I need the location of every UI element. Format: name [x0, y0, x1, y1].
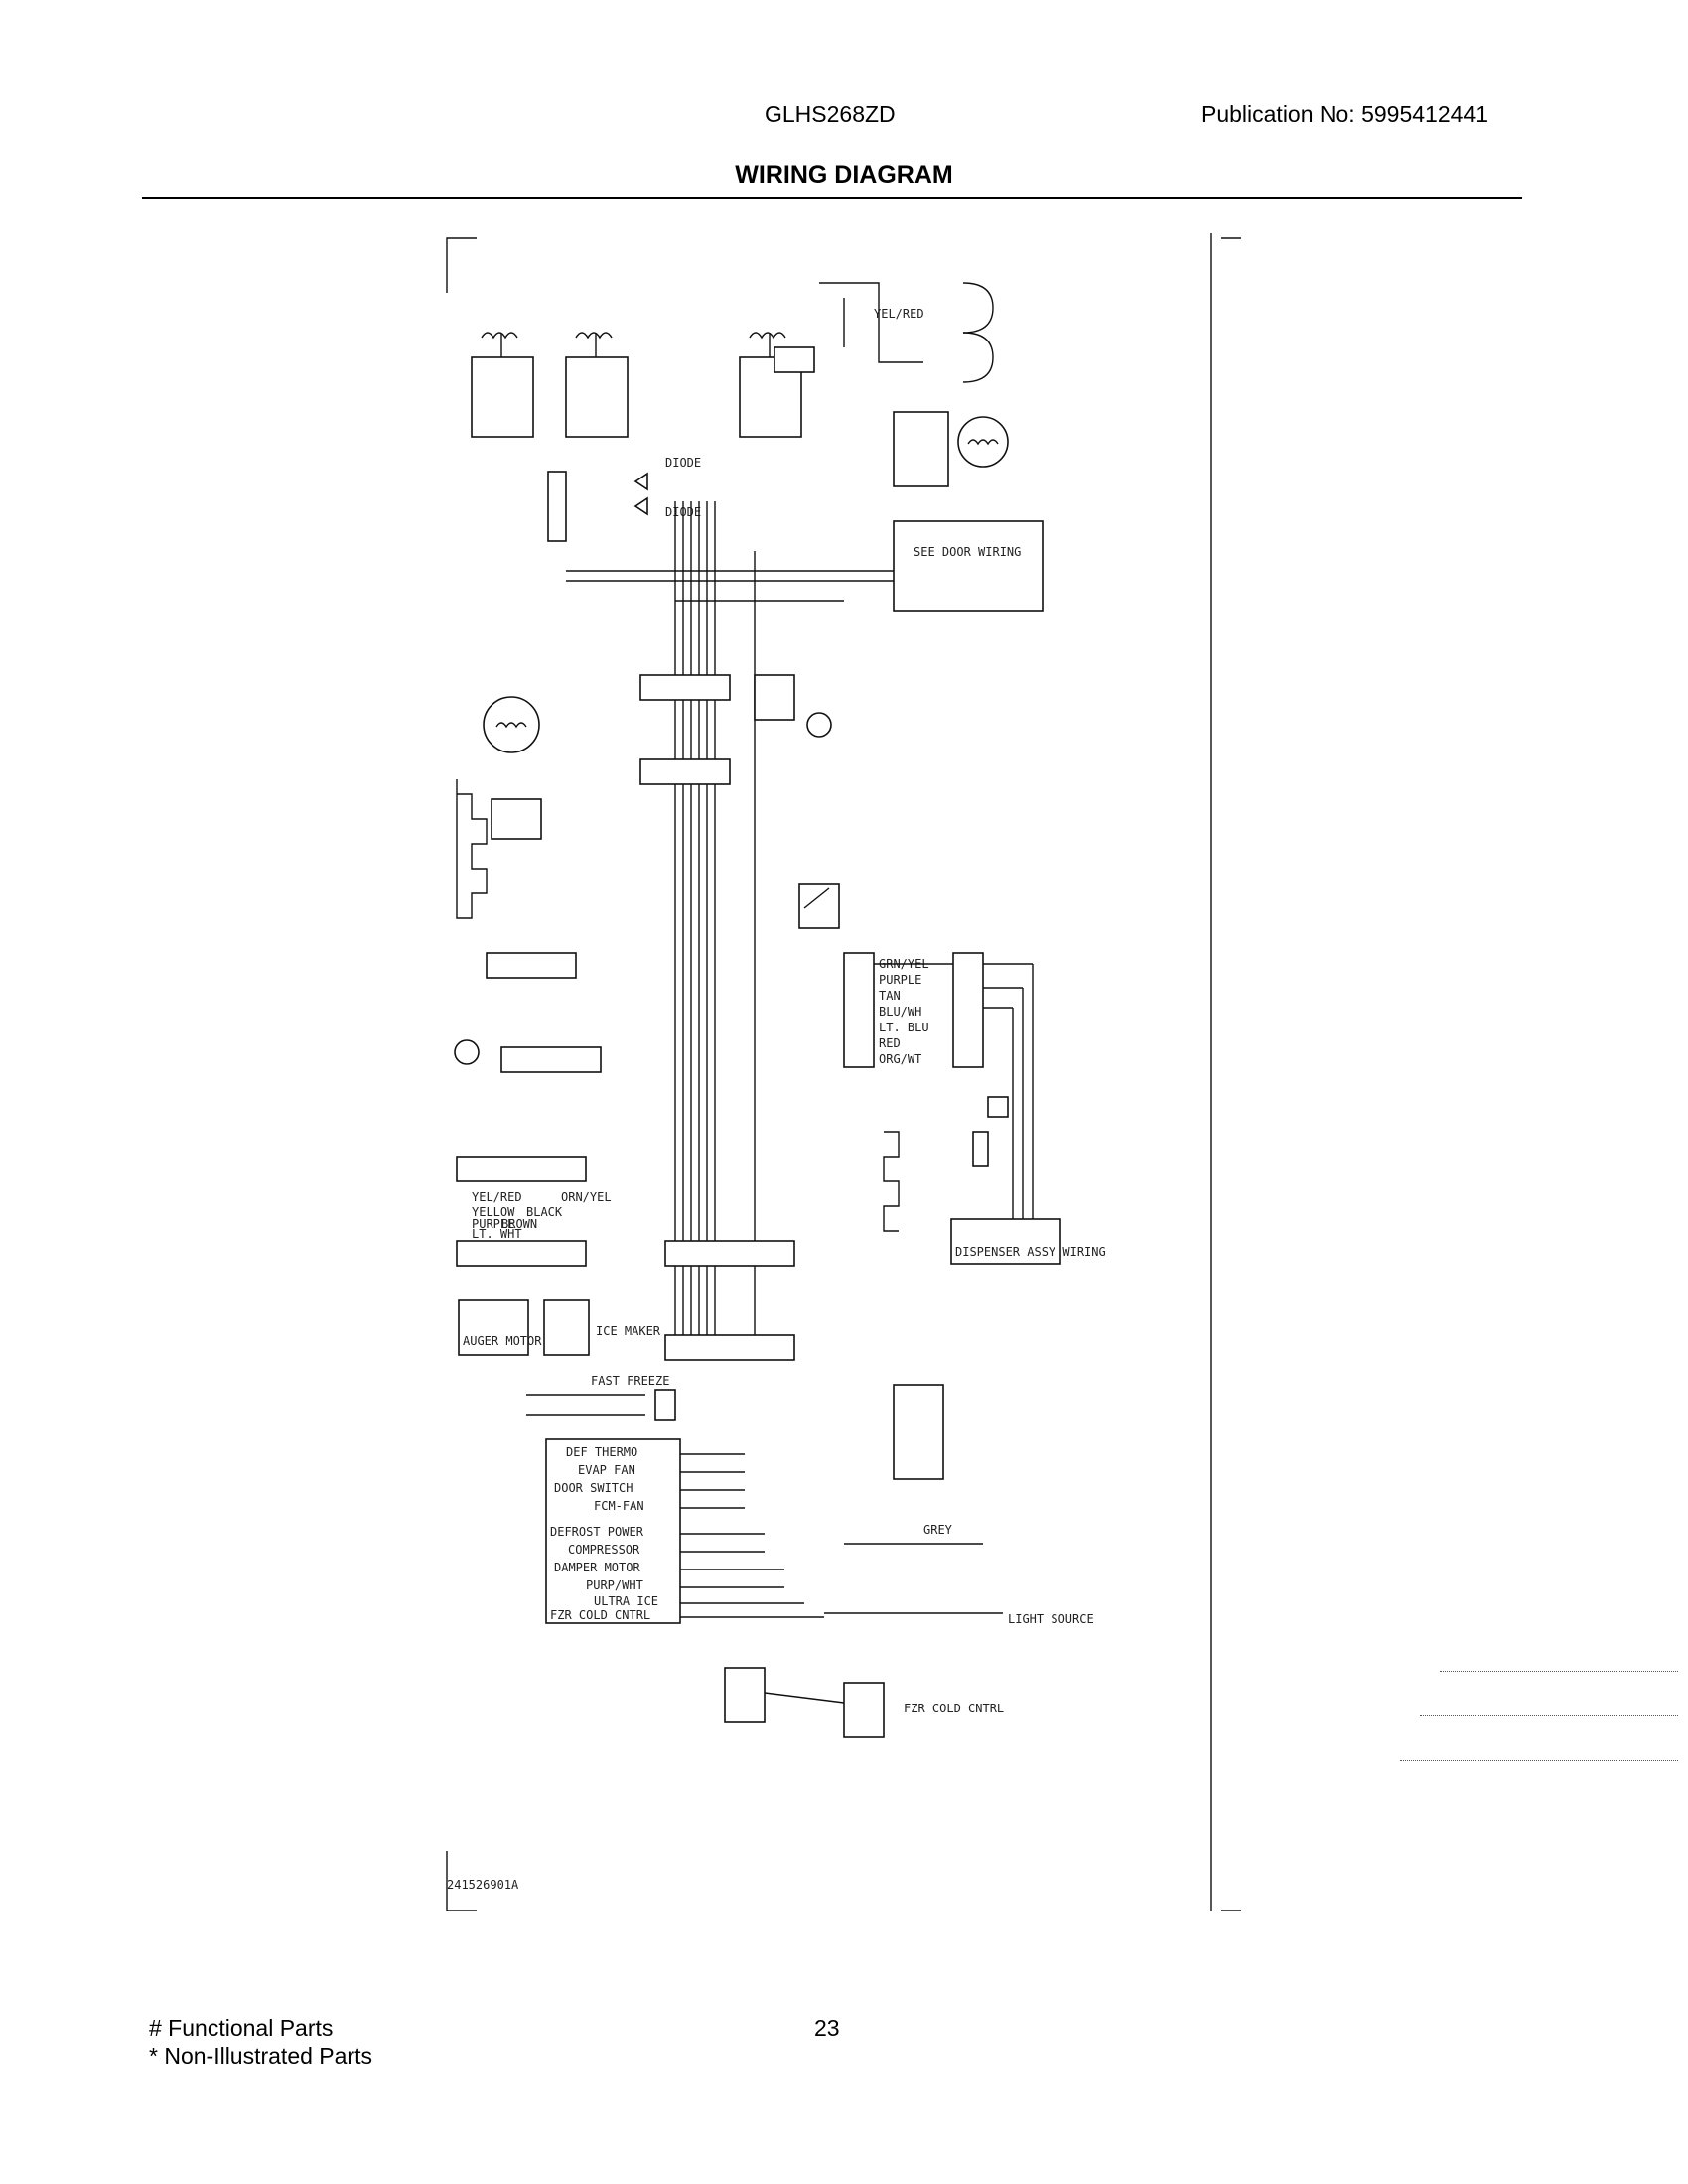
control-board [545, 1438, 681, 1624]
drawing-number: 241526901A [447, 1878, 519, 1892]
control-connector-bottom [664, 1334, 795, 1361]
wire-purple-2: PURPLE [472, 1217, 514, 1231]
see-door-wiring-label: SEE DOOR WIRING [914, 545, 1021, 559]
light-source-label: LIGHT SOURCE [1008, 1612, 1094, 1626]
wire-lt-blu: LT. BLU [879, 1021, 929, 1034]
header-rule [142, 197, 1522, 199]
control-board-wires [680, 1453, 824, 1618]
wire-lt-wht: LT. WHT [472, 1227, 522, 1241]
cb-evap-fan: EVAP FAN [578, 1463, 635, 1477]
evap-connector [500, 1046, 602, 1073]
dispenser-connector [972, 1131, 989, 1167]
damper-switch [893, 1384, 944, 1480]
wire-org-wt: ORG/WT [879, 1052, 921, 1066]
cb-def-thermo: DEF THERMO [566, 1445, 637, 1459]
cb-damper-motor: DAMPER MOTOR [554, 1561, 640, 1574]
publication-number: Publication No: 5995412441 [1201, 101, 1489, 127]
door-wire-runs [874, 963, 1034, 1236]
cb-defrost-power: DEFROST POWER [550, 1525, 644, 1539]
cb-compressor: COMPRESSOR [568, 1543, 640, 1557]
control-connector-top [664, 1240, 795, 1267]
wire-tan: TAN [879, 989, 901, 1003]
non-illustrated-note: * Non-Illustrated Parts [149, 2043, 372, 2069]
functional-parts-note: # Functional Parts [149, 2015, 334, 2041]
leader-dots-3 [1400, 1760, 1678, 1761]
dispenser-assy-label: DISPENSER ASSY WIRING [955, 1245, 1106, 1259]
water-valve-solenoids [471, 332, 802, 438]
ice-maker-connector [456, 1156, 587, 1182]
harness-connector-mid [639, 758, 731, 785]
wire-purple: PURPLE [879, 973, 921, 987]
harness-connector-top [639, 674, 731, 701]
wire-blu-wh: BLU/WH [879, 1005, 921, 1019]
page-number: 23 [814, 2015, 840, 2041]
dispenser-heater [883, 1131, 900, 1232]
freezer-fan-motor [456, 696, 542, 919]
wire-yel-red: YEL/RED [472, 1190, 522, 1204]
cold-control-b-label: FZR COLD CNTRL [904, 1702, 1004, 1715]
wire-orn-yel: ORN/YEL [561, 1190, 612, 1204]
light-switch [798, 883, 840, 929]
ice-maker-wire-colors: ORN/YEL BLACK BROWN YEL/RED YELLOW PURPL… [472, 1190, 612, 1241]
cb-purp-wht: PURP/WHT [586, 1578, 643, 1592]
fast-freeze-label: FAST FREEZE [591, 1374, 669, 1388]
wiring-diagram: DIODE DIODE YEL/RED SEE DOOR WIRING [446, 233, 1241, 1911]
cold-control-right [843, 1682, 885, 1738]
fast-freeze-switch [654, 1389, 676, 1421]
ice-maker [543, 1299, 590, 1356]
model-number: GLHS268ZD [765, 101, 896, 127]
door-connector-left [843, 952, 875, 1068]
relay-connector [754, 674, 795, 721]
auger-motor [458, 1299, 529, 1356]
thermistor-icon [454, 1039, 480, 1065]
wire-red: RED [879, 1036, 901, 1050]
ice-maker-connector-2 [456, 1240, 587, 1267]
freezer-door-thermistor [987, 1096, 1009, 1118]
page-title: WIRING DIAGRAM [735, 161, 953, 189]
ground-icon [806, 712, 832, 738]
condenser-fan [893, 411, 1009, 487]
ice-maker-heater-loops: YEL/RED [774, 282, 994, 383]
control-board-labels: DEF THERMO EVAP FAN DOOR SWITCH FCM-FAN … [550, 1445, 658, 1622]
cb-cold-control-a: FZR COLD CNTRL [550, 1608, 650, 1622]
wire-brown: BROWN [501, 1217, 537, 1231]
ice-maker-label: ICE MAKER [596, 1324, 661, 1338]
harness-connector [547, 471, 567, 542]
grey-label: GREY [923, 1523, 953, 1537]
door-connector-right [952, 952, 984, 1068]
leader-dots-1 [1440, 1671, 1678, 1672]
auger-motor-label: AUGER MOTOR [463, 1334, 542, 1348]
harness-wires [566, 501, 894, 1355]
cb-ultra-ice: ULTRA ICE [594, 1594, 658, 1608]
diode-block: DIODE DIODE [633, 456, 701, 519]
door-wiring-box [893, 520, 1044, 612]
defrost-connector [486, 952, 577, 979]
door-wire-colors: GRN/YEL PURPLE TAN BLU/WH LT. BLU RED OR… [879, 957, 929, 1066]
cb-fcm-fan: FCM-FAN [594, 1499, 644, 1513]
wire-yellow: YELLOW [472, 1205, 515, 1219]
wire-black: BLACK [526, 1205, 563, 1219]
leader-dots-2 [1420, 1715, 1678, 1716]
yel-red-label: YEL/RED [874, 307, 924, 321]
diagram-frame [446, 233, 1241, 1911]
cold-control-left [724, 1667, 766, 1723]
diode-label: DIODE [665, 456, 701, 470]
cb-door-switch: DOOR SWITCH [554, 1481, 633, 1495]
dispenser-assy-box [950, 1218, 1061, 1265]
